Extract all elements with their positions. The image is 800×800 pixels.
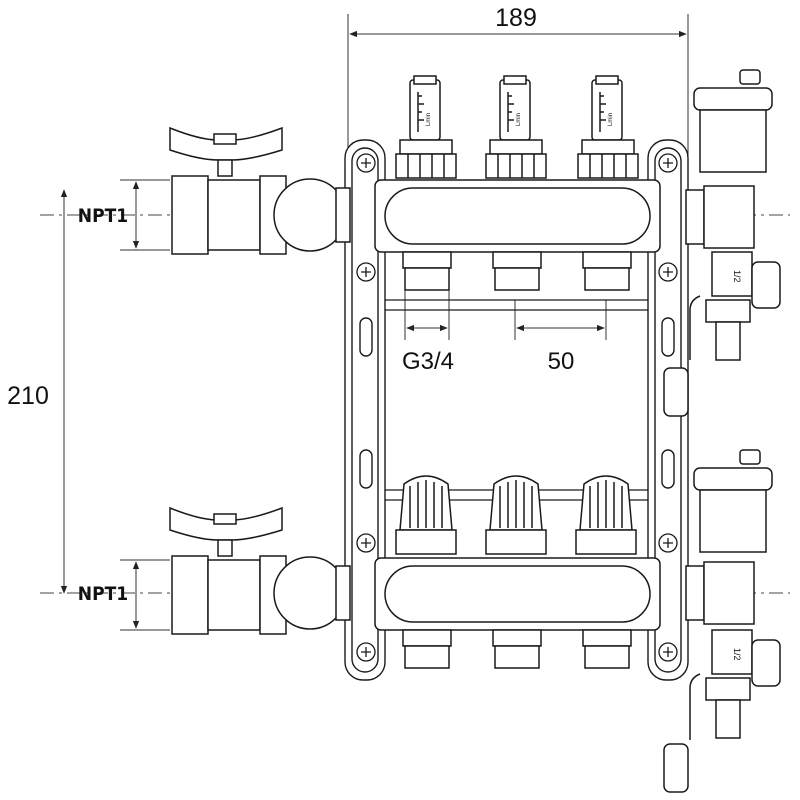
- dim-manifold-spacing-label: 210: [7, 382, 49, 410]
- flowmeter-2-scale-text: Lmin: [516, 113, 522, 126]
- valve-cap-1: [395, 475, 457, 555]
- valve-cap-2: [485, 475, 547, 555]
- outlets-bottom: [402, 629, 632, 669]
- flowmeter-3-scale-text: Lmin: [608, 113, 614, 126]
- valve-cap-3: [575, 475, 637, 555]
- end-unit-top: [663, 69, 781, 417]
- flowmeter-2: [485, 75, 547, 179]
- dimension-lines: [60, 14, 689, 631]
- dim-inlet-thread-bottom-label: NPT1: [78, 583, 128, 605]
- return-manifold-bottom: [374, 475, 661, 669]
- flowmeter-1-scale-text: Lmin: [426, 113, 432, 126]
- dim-overall-width-label: 189: [495, 4, 537, 32]
- dim-port-spacing-label: 50: [548, 348, 575, 375]
- dim-outlet-thread-label: G3/4: [402, 348, 454, 375]
- flowmeter-3: [577, 75, 639, 179]
- ball-valve-bottom: [169, 506, 351, 635]
- end-unit-bottom: [663, 449, 781, 793]
- bracket-plates: [385, 299, 648, 501]
- drain-valve-top-label: 1/2: [732, 270, 742, 283]
- ball-valve-top: [169, 126, 351, 255]
- supply-manifold-top: [374, 75, 661, 291]
- flowmeter-1: [395, 75, 457, 179]
- drain-valve-bottom-label: 1/2: [732, 648, 742, 661]
- bracket-screws: [356, 153, 678, 662]
- outlets-top: [402, 251, 632, 291]
- dim-inlet-thread-top-label: NPT1: [78, 205, 128, 227]
